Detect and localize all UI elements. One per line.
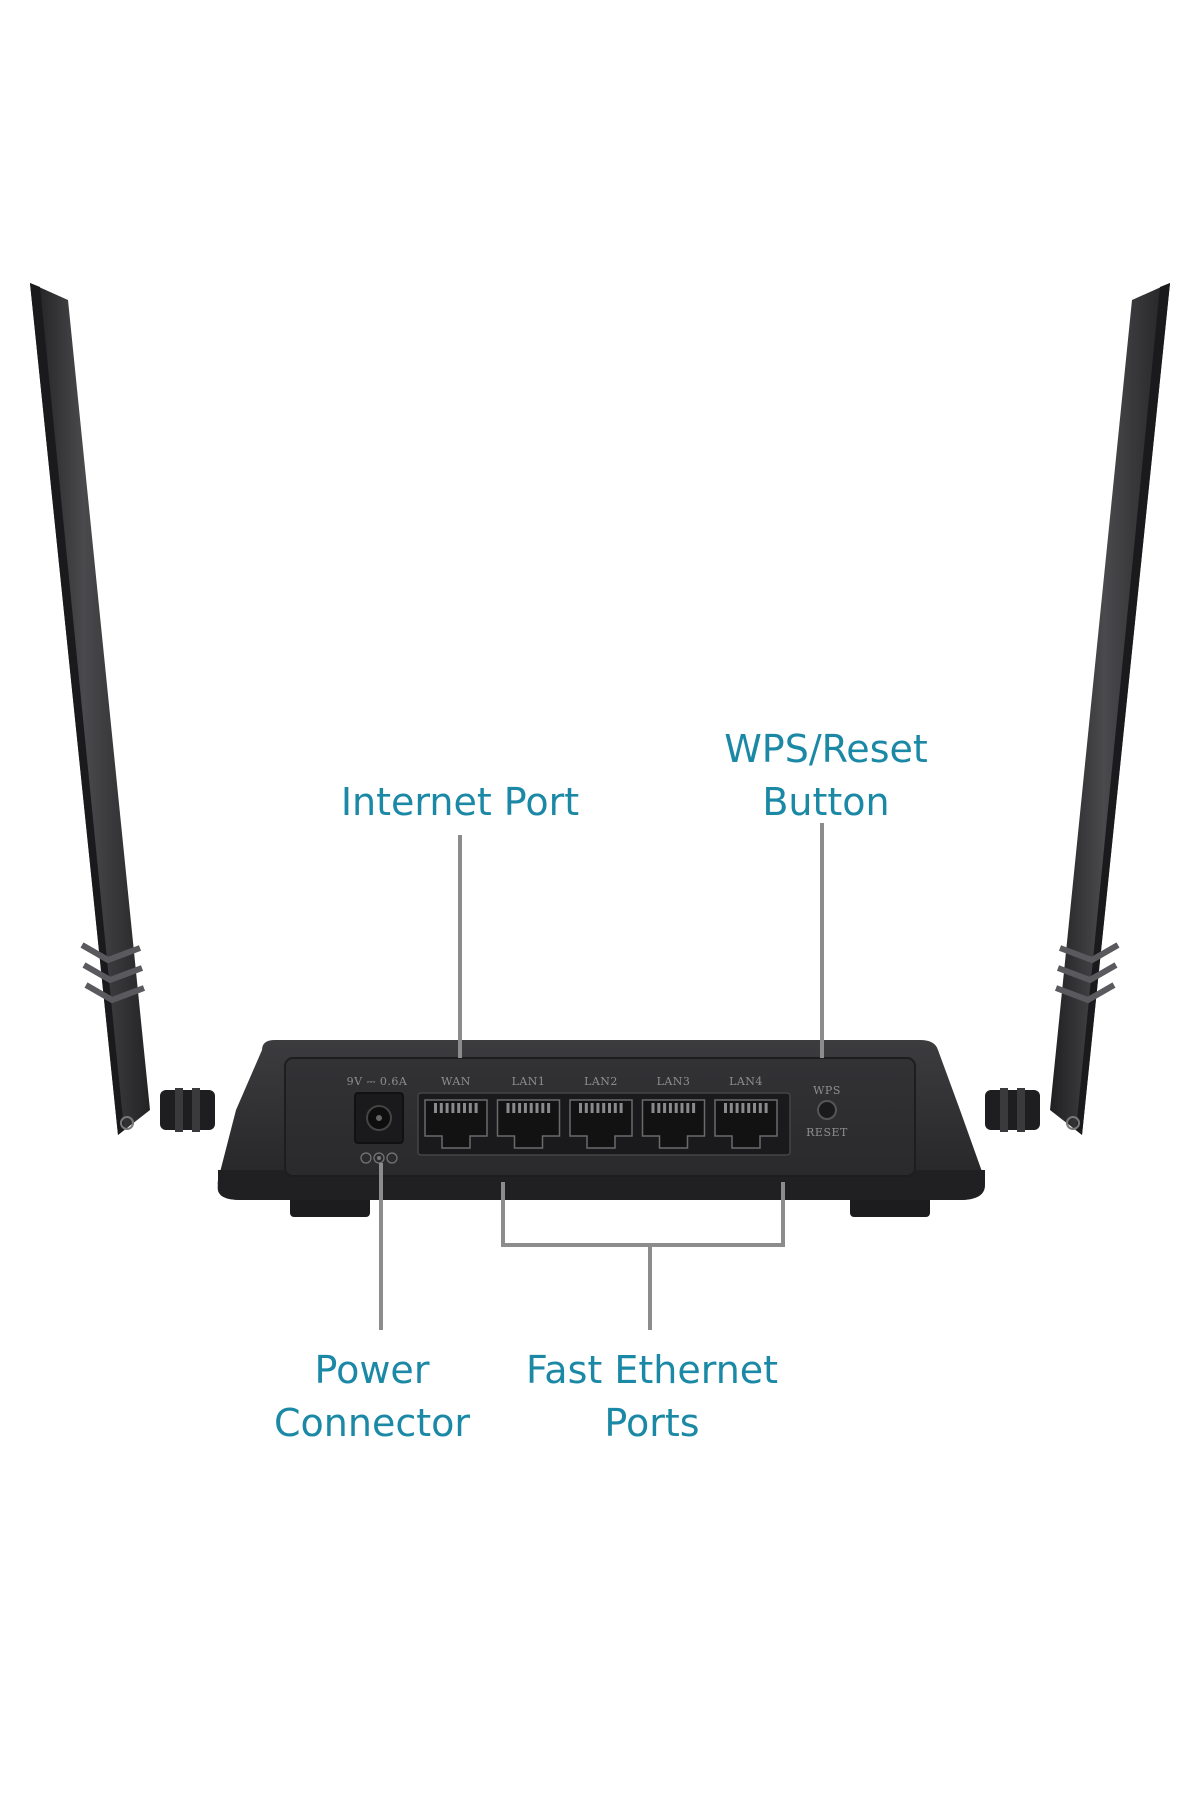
fast-ethernet-callout-line2: Ports: [604, 1401, 699, 1445]
wps-label: WPS: [813, 1084, 841, 1097]
jack-contact-pin: [608, 1103, 611, 1113]
left-antenna-grip-ridges: [80, 942, 146, 1004]
jack-contact-pin: [579, 1103, 582, 1113]
jack-contact-pin: [468, 1103, 472, 1113]
right-antenna-grip-ridges: [1054, 942, 1120, 1004]
port-label: LAN2: [584, 1075, 618, 1088]
port-label: LAN1: [512, 1075, 546, 1088]
ethernet-port-lan4[interactable]: LAN4: [714, 1075, 778, 1149]
wps-reset-button[interactable]: [817, 1100, 837, 1120]
leader-lines: [379, 823, 824, 1330]
right-antenna: [985, 283, 1170, 1135]
jack-contact-pin: [439, 1103, 443, 1113]
port-label: LAN3: [657, 1075, 691, 1088]
jack-contact-pin: [457, 1103, 461, 1113]
jack-contact-pin: [445, 1103, 449, 1113]
jack-contact-pin: [663, 1103, 667, 1113]
jack-contact-pin: [657, 1103, 661, 1113]
polarity-symbol: [360, 1152, 398, 1164]
ethernet-port-lan2[interactable]: LAN2: [569, 1075, 633, 1149]
jack-contact-pin: [518, 1103, 522, 1113]
fast-ethernet-bracket: [501, 1182, 785, 1247]
jack-contact-pin: [619, 1103, 623, 1113]
port-label: WAN: [441, 1075, 471, 1088]
jack-contact-pin: [434, 1103, 437, 1113]
fast-ethernet-callout-line1: Fast Ethernet: [526, 1348, 778, 1392]
jack-contact-pin: [512, 1103, 516, 1113]
jack-contact-pin: [735, 1103, 739, 1113]
jack-contact-pin: [523, 1103, 527, 1113]
wps-reset-callout-line2: Button: [762, 780, 889, 824]
jack-contact-pin: [596, 1103, 600, 1113]
jack-contact-pin: [758, 1103, 762, 1113]
reset-label: RESET: [806, 1126, 848, 1139]
power-connector: 9V ⎓ 0.6A: [347, 1075, 408, 1164]
jack-contact-pin: [680, 1103, 684, 1113]
right-antenna-hinge: [985, 1090, 1040, 1130]
callout-labels: Internet Port WPS/Reset Button Power Con…: [274, 727, 928, 1445]
jack-contact-pin: [747, 1103, 751, 1113]
port-label: LAN4: [729, 1075, 763, 1088]
internet-port-callout: Internet Port: [341, 780, 579, 824]
jack-contact-pin: [741, 1103, 745, 1113]
jack-contact-pin: [692, 1103, 696, 1113]
jack-contact-pin: [651, 1103, 655, 1113]
jack-contact-pin: [613, 1103, 617, 1113]
jack-contact-pin: [541, 1103, 545, 1113]
right-foot: [850, 1195, 930, 1217]
jack-contact-pin: [584, 1103, 588, 1113]
left-antenna-hinge: [160, 1090, 215, 1130]
ethernet-port-lan3[interactable]: LAN3: [641, 1075, 706, 1149]
jack-contact-pin: [753, 1103, 756, 1113]
jack-contact-pin: [668, 1103, 672, 1113]
jack-contact-pin: [602, 1103, 606, 1113]
jack-contact-pin: [764, 1103, 768, 1113]
wps-reset-button-area: WPS RESET: [806, 1084, 848, 1139]
left-foot: [290, 1195, 370, 1217]
jack-contact-pin: [547, 1103, 551, 1113]
ethernet-port-lan1[interactable]: LAN1: [496, 1075, 561, 1149]
left-antenna: [30, 283, 215, 1135]
power-connector-callout-line2: Connector: [274, 1401, 470, 1445]
power-connector-callout-line1: Power: [315, 1348, 430, 1392]
ethernet-port-wan[interactable]: WAN: [424, 1075, 488, 1149]
jack-contact-pin: [451, 1103, 455, 1113]
jack-contact-pin: [529, 1103, 533, 1113]
jack-contact-pin: [590, 1103, 594, 1113]
wps-reset-callout-line1: WPS/Reset: [724, 727, 928, 771]
jack-contact-pin: [686, 1103, 690, 1113]
jack-contact-pin: [535, 1103, 539, 1113]
jack-contact-pin: [674, 1103, 678, 1113]
power-rating-label: 9V ⎓ 0.6A: [347, 1075, 408, 1088]
jack-contact-pin: [729, 1103, 733, 1113]
jack-contact-pin: [724, 1103, 727, 1113]
jack-contact-pin: [474, 1103, 478, 1113]
jack-contact-pin: [463, 1103, 466, 1113]
jack-contact-pin: [506, 1103, 510, 1113]
ethernet-ports: WAN LAN1 LAN2 LAN3 LAN4: [417, 1075, 791, 1156]
